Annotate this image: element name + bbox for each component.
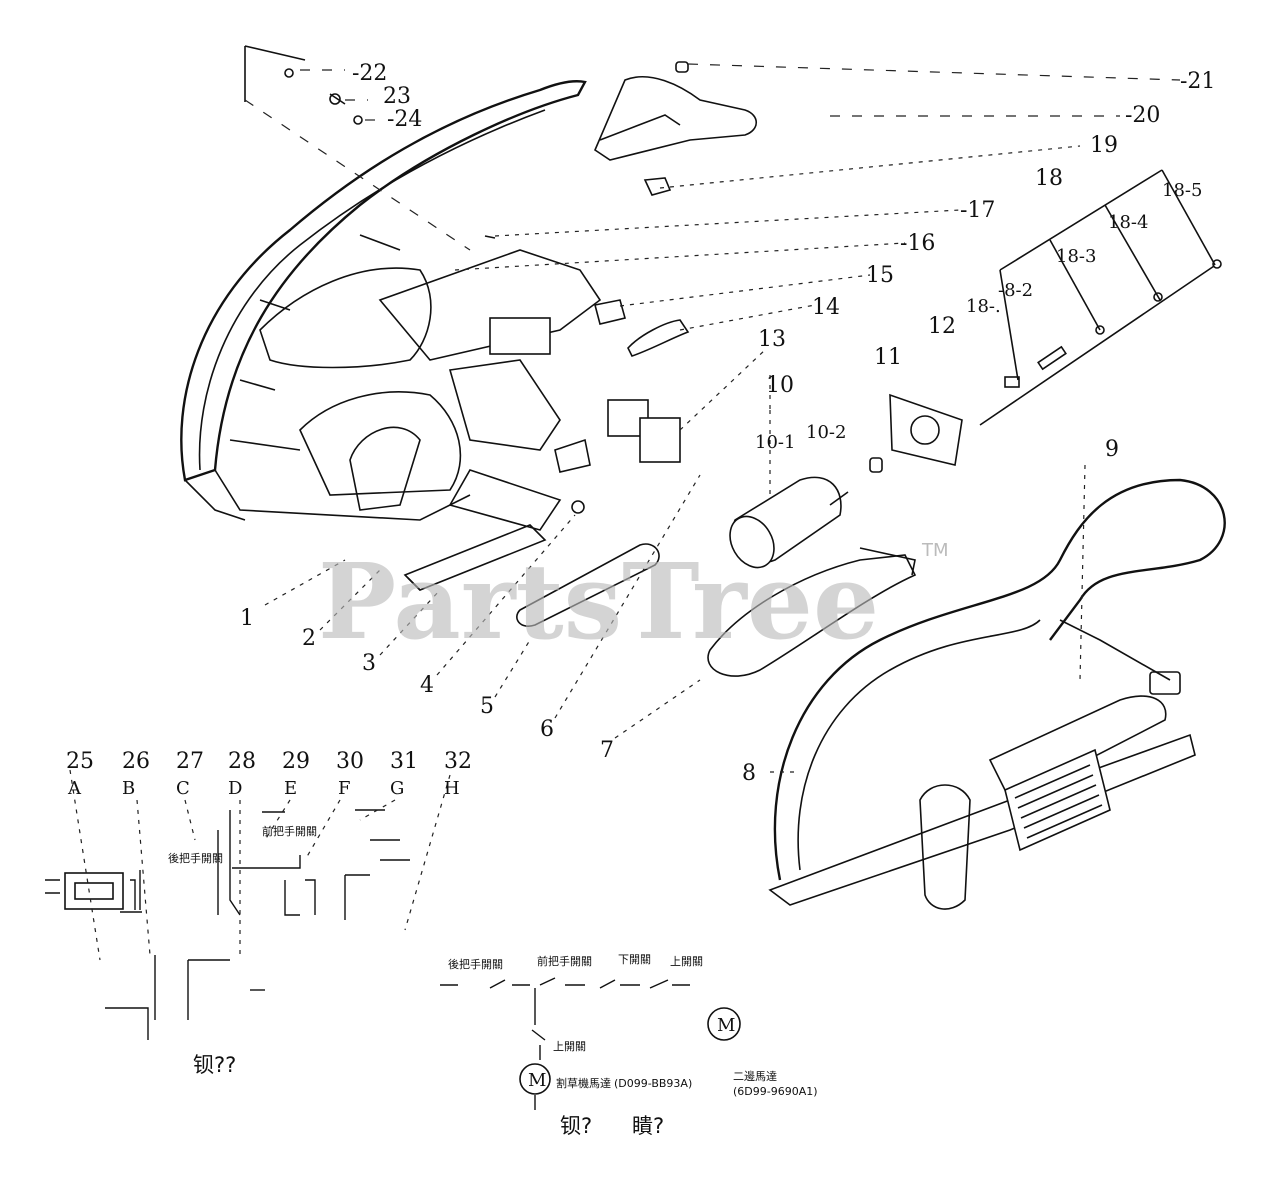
wiring-motor-model: (D099-BB93A) xyxy=(614,1077,692,1090)
legend-number-32: 32 xyxy=(444,749,472,774)
wiring-schematic xyxy=(440,977,741,1110)
legend-number-28: 28 xyxy=(228,749,256,774)
handle-assembly-8-9 xyxy=(768,478,1226,910)
callout-9: 9 xyxy=(1105,437,1119,462)
callout-4: 4 xyxy=(420,673,434,698)
callout-10-2: 10-2 xyxy=(806,422,846,443)
callout-12: 12 xyxy=(928,314,956,339)
callout-7: 7 xyxy=(600,738,614,763)
legend-number-25: 25 xyxy=(66,749,94,774)
motor-part-10 xyxy=(729,393,963,569)
legend-letter-c: C xyxy=(176,778,190,799)
legend-letter-a: A xyxy=(67,778,82,799)
callout-1: 1 xyxy=(240,606,254,631)
legend-number-30: 30 xyxy=(336,749,364,774)
wiring-labels: 後把手開關 前把手開關 下開關 上開關 上開關 M M 割草機馬達 (D099-… xyxy=(448,953,818,1138)
motor-symbol-circle xyxy=(519,1063,551,1095)
callout-18-1: 18-. xyxy=(966,296,1001,317)
shaft-assembly-18 xyxy=(979,169,1222,426)
wiring-rear-switch: 後把手開關 xyxy=(448,957,503,971)
main-housing-part xyxy=(180,80,681,531)
legend-number-26: 26 xyxy=(122,749,150,774)
callout-18: 18 xyxy=(1035,166,1063,191)
callout-10: 10 xyxy=(766,373,794,398)
callout-24: -24 xyxy=(387,107,422,132)
legend-number-27: 27 xyxy=(176,749,204,774)
callout-18-4: 18-4 xyxy=(1108,212,1148,233)
lower-parts-2-7 xyxy=(403,438,660,627)
callout-17: -17 xyxy=(960,198,995,223)
partstree-watermark: PartsTree TM xyxy=(318,540,949,663)
second-motor-symbol-circle xyxy=(707,1007,741,1041)
callout-8: 8 xyxy=(742,761,756,786)
legend-letter-f: F xyxy=(338,778,351,799)
legend-number-31: 31 xyxy=(390,749,418,774)
small-parts-14-16 xyxy=(484,235,690,357)
wiring-upper-switch: 上開關 xyxy=(670,955,703,968)
leader-lines xyxy=(244,63,1181,773)
legend-letter-b: B xyxy=(122,778,135,799)
legend-letter-d: D xyxy=(228,778,242,799)
legend-labels: 25 26 27 28 29 30 31 32 A B C D E F G H … xyxy=(66,749,472,1077)
wiring-motor-label: 割草機馬達 xyxy=(556,1076,611,1090)
callout-15: 15 xyxy=(866,263,894,288)
callout-13: 13 xyxy=(758,327,786,352)
wiring-motor-symbol: M xyxy=(528,1070,546,1091)
callout-numbers: 1 2 3 4 5 6 7 8 9 10 10-1 10-2 11 12 13 … xyxy=(240,61,1215,786)
callout-18-3: 18-3 xyxy=(1056,246,1096,267)
callout-2: 2 xyxy=(302,626,316,651)
wiring-second-motor-model: (6D99-9690A1) xyxy=(733,1085,818,1098)
legend-rear-switch-label: 後把手開關 xyxy=(168,851,223,865)
callout-23: 23 xyxy=(383,84,411,109)
callout-18-5: 18-5 xyxy=(1162,180,1202,201)
callout-20: -20 xyxy=(1125,103,1160,128)
callout-16: -16 xyxy=(900,231,935,256)
wiring-main-switch: 上開關 xyxy=(553,1040,586,1053)
callout-5: 5 xyxy=(480,694,494,719)
callout-3: 3 xyxy=(362,651,376,676)
callout-21: -21 xyxy=(1180,69,1215,94)
callout-11: 11 xyxy=(874,345,902,370)
wiring-front-switch: 前把手開關 xyxy=(537,954,592,968)
switch-handle-19-21 xyxy=(594,61,758,196)
wiring-caption-a: 钡? xyxy=(560,1114,592,1138)
legend-letter-g: G xyxy=(390,778,404,799)
legend-letter-h: H xyxy=(444,778,460,799)
callout-10-1: 10-1 xyxy=(755,432,795,453)
screw-set-22-24 xyxy=(244,45,363,125)
legend-number-29: 29 xyxy=(282,749,310,774)
callout-6: 6 xyxy=(540,717,554,742)
legend-wire-details xyxy=(45,769,451,1040)
watermark-trademark: TM xyxy=(921,540,949,561)
callout-22: -22 xyxy=(352,61,387,86)
wiring-second-motor-label: 二邊馬達 xyxy=(733,1069,777,1083)
callout-14: 14 xyxy=(812,295,840,320)
legend-caption: 钡?? xyxy=(193,1053,236,1077)
wiring-second-motor-symbol: M xyxy=(717,1015,735,1036)
cover-part-7 xyxy=(707,547,917,677)
wiring-lower-switch: 下開關 xyxy=(618,953,651,966)
legend-front-switch-label: 前把手開關 xyxy=(262,824,317,838)
callout-19: 19 xyxy=(1090,133,1118,158)
watermark-text: PartsTree xyxy=(318,540,879,663)
callout-18-2: -8-2 xyxy=(998,280,1033,301)
wiring-caption-b: 瞶? xyxy=(632,1114,664,1138)
legend-letter-e: E xyxy=(284,778,297,799)
